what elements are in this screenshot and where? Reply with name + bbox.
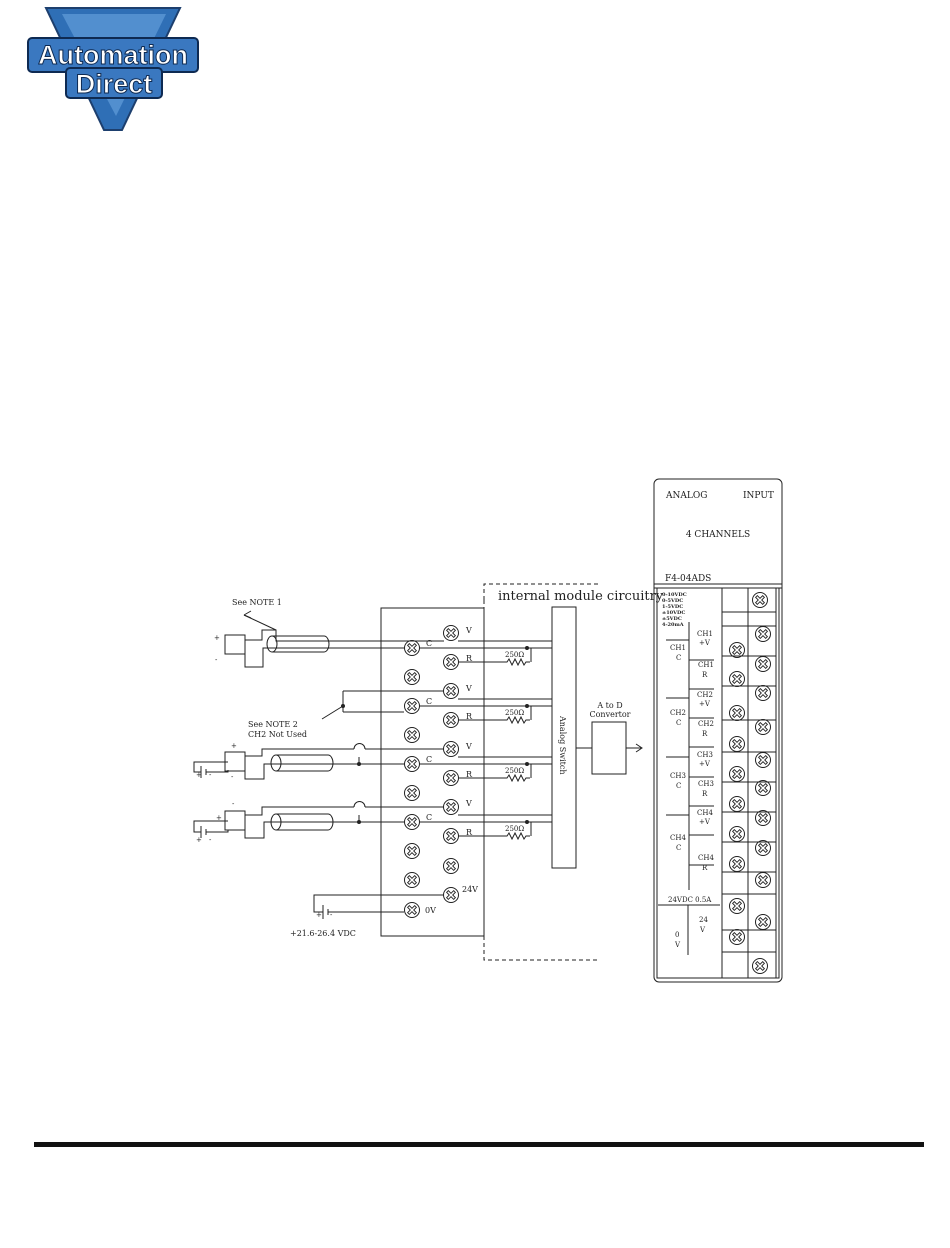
adc-output-arrow <box>635 743 643 753</box>
resistor-label-3: 250Ω <box>505 767 524 775</box>
ch4-plus: + <box>216 814 222 822</box>
power-supply-symbol <box>322 905 329 919</box>
internal-boundary-top <box>483 583 599 600</box>
mod-ch3-plus: CH3 <box>697 751 713 759</box>
term-c3: C <box>426 755 432 764</box>
ch1-plus: + <box>214 634 220 642</box>
term-r4: R <box>466 828 473 837</box>
module-header-input: INPUT <box>743 491 774 501</box>
supply-plus: + <box>316 911 322 919</box>
range-1: 0-10VDC <box>662 592 687 598</box>
mod-ch1-c: CH1 <box>670 644 686 652</box>
mod-0: 0 <box>675 931 679 939</box>
term-v3: V <box>465 742 472 751</box>
mod-24-sub: V <box>699 926 706 934</box>
module-screws <box>729 592 771 974</box>
mod-ch1-c-sub: C <box>676 654 681 662</box>
logo-text-direct: Direct <box>76 69 153 99</box>
resistor-label-2: 250Ω <box>505 709 524 717</box>
term-r1: R <box>466 654 473 663</box>
range-6: 4-20mA <box>662 622 684 628</box>
logo-text-automation: Automation <box>38 40 188 70</box>
module-front-panel <box>653 478 783 983</box>
mod-24: 24 <box>699 916 708 924</box>
supply-minus: - <box>330 911 333 919</box>
range-2: 0-5VDC <box>662 598 683 604</box>
ch1-transmitter <box>224 634 246 655</box>
range-3: 1-5VDC <box>662 604 683 610</box>
mod-ch3-c: CH3 <box>670 772 686 780</box>
mod-0-sub: V <box>674 941 681 949</box>
ch3-source <box>200 766 207 778</box>
footer-rule <box>34 1142 924 1147</box>
adc-box <box>591 721 627 775</box>
mod-ch2-c-sub: C <box>676 719 681 727</box>
note2-label: See NOTE 2 <box>248 720 298 729</box>
supply-voltage-label: +21.6-26.4 VDC <box>290 929 356 938</box>
module-header-analog: ANALOG <box>665 491 707 501</box>
analog-switch <box>551 606 577 869</box>
module-model: F4-04ADS <box>665 574 711 584</box>
mod-ch1-r-sub: R <box>702 671 708 679</box>
analog-switch-label: Analog Switch <box>558 715 567 774</box>
note2-sublabel: CH2 Not Used <box>248 730 307 739</box>
resistor-label-1: 250Ω <box>505 651 524 659</box>
terminal-block <box>380 607 485 937</box>
mod-ch1-r: CH1 <box>698 661 714 669</box>
term-v2: V <box>465 684 472 693</box>
mod-ch1-plus-sub: +V <box>699 639 711 647</box>
ch3-minus: - <box>231 773 234 781</box>
adc-label-2: Convertor <box>589 710 630 719</box>
mod-ch2-c: CH2 <box>670 709 686 717</box>
ch4-minus: - <box>232 800 235 808</box>
ch1-minus: - <box>215 656 218 664</box>
terminal-screws <box>404 625 459 918</box>
module-channels: 4 CHANNELS <box>686 530 750 540</box>
range-4: ±10VDC <box>662 610 685 616</box>
mod-ch1-plus: CH1 <box>697 630 713 638</box>
term-24v: 24V <box>462 885 478 894</box>
mod-ch4-c: CH4 <box>670 834 686 842</box>
internal-circuitry-label: internal module circuitry <box>498 589 664 604</box>
term-r3: R <box>466 770 473 779</box>
range-5: ±5VDC <box>662 616 682 622</box>
automation-direct-logo: Automation Direct <box>27 7 199 131</box>
mod-ch4-r-sub: R <box>702 864 708 872</box>
mod-ch3-c-sub: C <box>676 782 681 790</box>
mod-ch4-c-sub: C <box>676 844 681 852</box>
ch3-source-plus: + <box>196 771 202 779</box>
term-v1: V <box>465 626 472 635</box>
ch4-source-plus: + <box>196 836 202 844</box>
term-v4: V <box>465 799 472 808</box>
note1-arrow <box>243 610 252 619</box>
adc-label-1: A to D <box>596 701 622 710</box>
note1-label: See NOTE 1 <box>232 598 282 607</box>
term-0v: 0V <box>425 906 436 915</box>
mod-ch2-r-sub: R <box>702 730 708 738</box>
mod-ch4-r: CH4 <box>698 854 714 862</box>
mod-ch3-r-sub: R <box>702 790 708 798</box>
term-c4: C <box>426 813 432 822</box>
mod-ch4-plus-sub: +V <box>699 818 711 826</box>
mod-ch3-r: CH3 <box>698 780 714 788</box>
internal-boundary-bottom <box>483 600 599 961</box>
term-r2: R <box>466 712 473 721</box>
ch4-source-minus: - <box>209 836 212 844</box>
mod-ch2-plus: CH2 <box>697 691 713 699</box>
mod-ch4-plus: CH4 <box>697 809 713 817</box>
ch3-plus: + <box>231 742 237 750</box>
mod-ch2-r: CH2 <box>698 720 714 728</box>
internal-wires <box>419 640 552 837</box>
ch3-source-minus: - <box>209 771 212 779</box>
term-c2: C <box>426 697 432 706</box>
mod-ch2-plus-sub: +V <box>699 700 711 708</box>
term-c1: C <box>426 639 432 648</box>
resistor-label-4: 250Ω <box>505 825 524 833</box>
ch4-source <box>200 826 207 838</box>
mod-power: 24VDC 0.5A <box>668 896 712 904</box>
mod-ch3-plus-sub: +V <box>699 760 711 768</box>
